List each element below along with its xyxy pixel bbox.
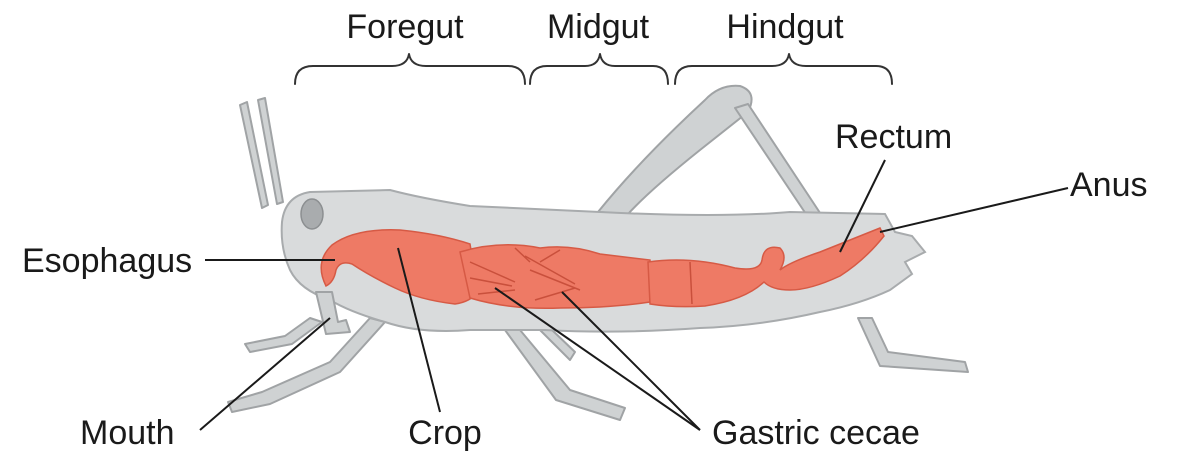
compound-eye [301,199,323,229]
midgut-brace [530,54,668,84]
label-mouth: Mouth [80,414,175,451]
hindgut-brace [675,54,892,84]
region-label-midgut: Midgut [547,8,650,46]
label-crop: Crop [408,414,482,451]
label-rectum: Rectum [835,118,952,156]
hind-femur [598,86,752,214]
label-gastric-cecae: Gastric cecae [712,414,920,451]
foregut-brace [295,54,525,84]
label-esophagus: Esophagus [22,242,192,280]
region-braces [295,54,892,84]
region-label-foregut: Foregut [346,8,464,46]
region-label-hindgut: Hindgut [726,8,844,46]
region-labels: Foregut Midgut Hindgut [346,8,844,46]
anus-leader [880,188,1068,232]
label-anus: Anus [1070,166,1148,204]
hind-tarsus [858,318,968,372]
middle-leg-2 [540,330,575,360]
